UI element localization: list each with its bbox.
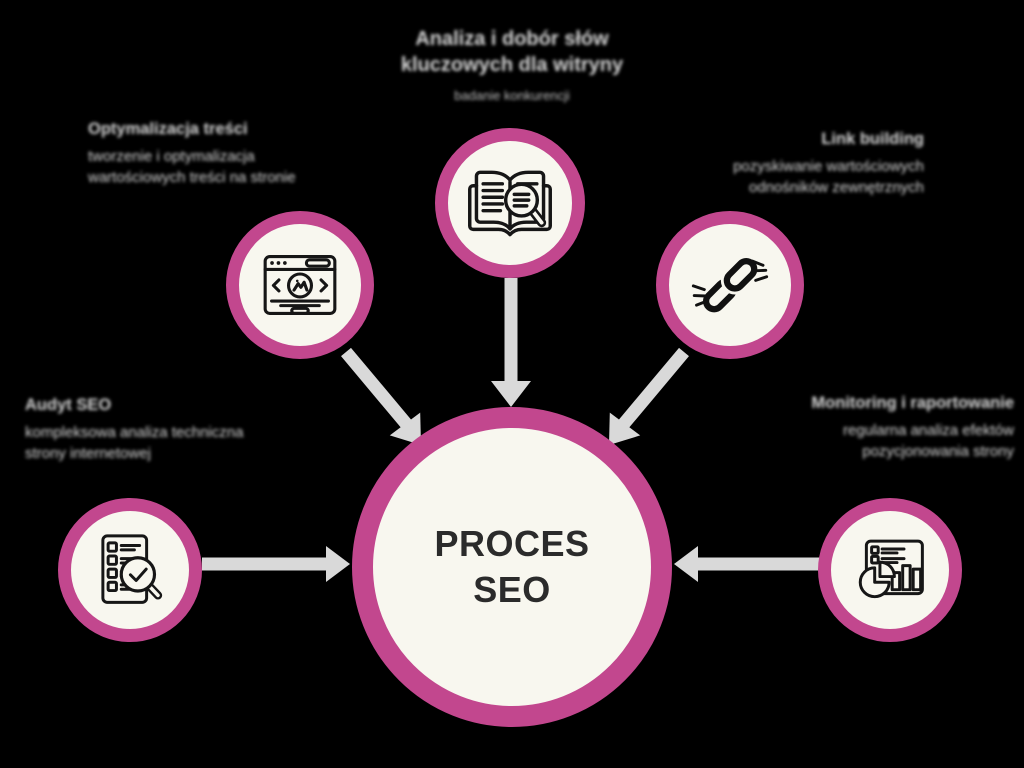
label-body: badanie konkurencji [454,88,570,103]
label-reporting: Monitoring i raportowanie regularna anal… [752,392,1014,462]
label-body: regularna analiza efektów pozycjonowania… [843,422,1014,460]
label-heading: Optymalizacja treści [88,120,248,138]
node-reporting [818,498,962,642]
audit-checklist-icon [101,534,163,604]
link-building-icon [691,255,769,313]
book-search-icon [468,170,552,237]
label-body: pozyskiwanie wartościowych odnośników ze… [733,158,924,196]
node-link-building [656,211,804,359]
report-charts-icon [858,539,924,599]
label-link-building: Link building pozyskiwanie wartościowych… [654,128,924,198]
website-content-icon [263,255,337,315]
label-heading: Audyt SEO [25,396,112,414]
label-content-optimization: Optymalizacja treści tworzenie i optymal… [88,118,338,188]
node-content-optimization [226,211,374,359]
label-seo-audit: Audyt SEO kompleksowa analiza techniczna… [25,394,257,464]
label-heading: Monitoring i raportowanie [811,394,1014,412]
label-heading: Link building [821,130,924,148]
center-title: PROCES SEO [434,523,590,610]
node-seo-audit [58,498,202,642]
label-body: kompleksowa analiza techniczna strony in… [25,424,244,462]
center-circle: PROCES SEO [352,407,672,727]
label-body: tworzenie i optymalizacja wartościowych … [88,148,296,186]
node-keyword-research [435,128,585,278]
